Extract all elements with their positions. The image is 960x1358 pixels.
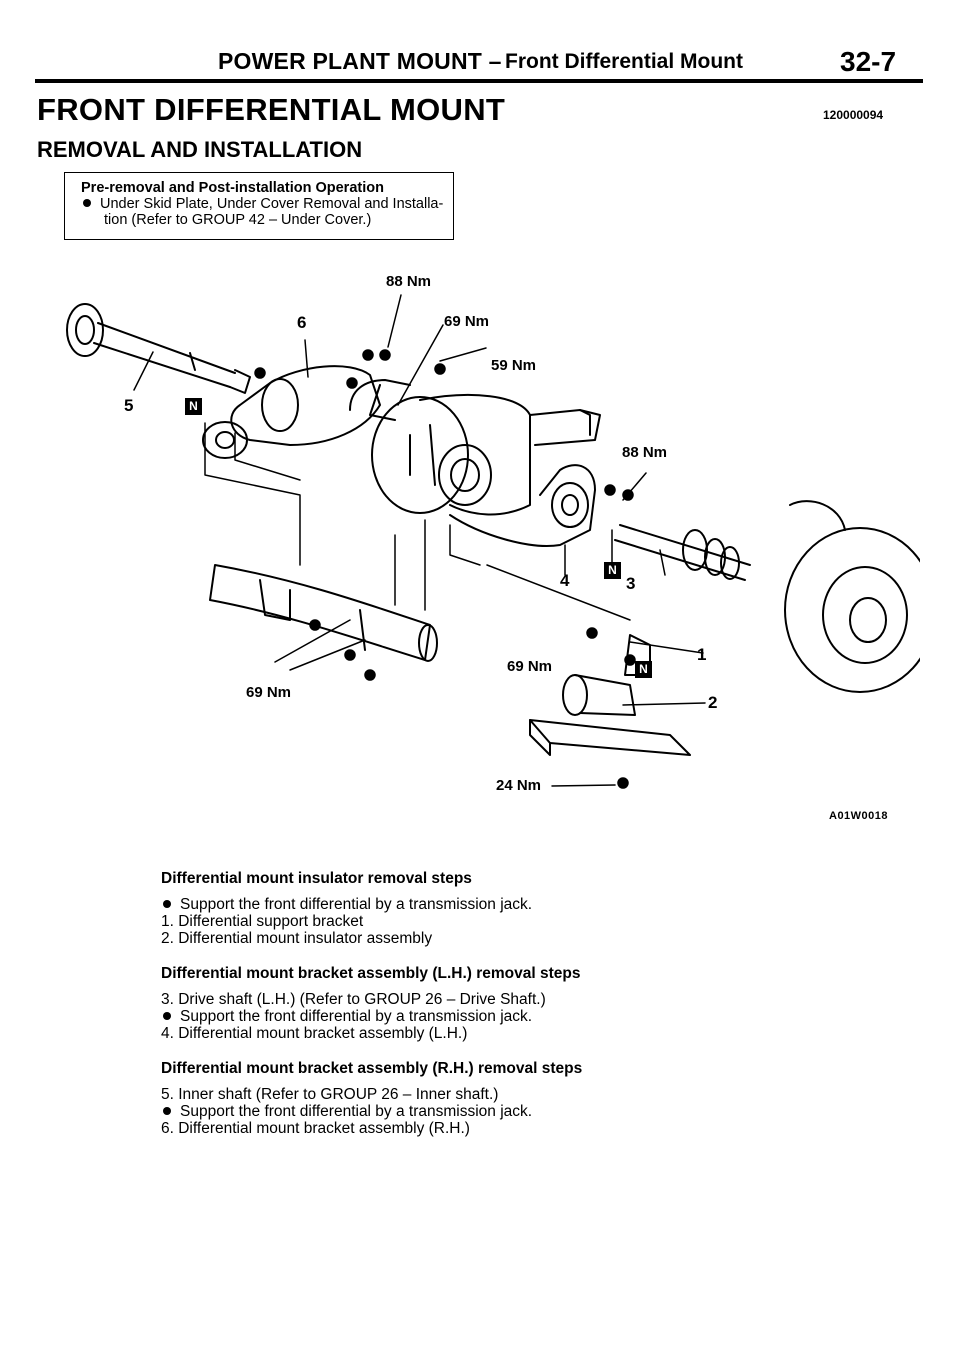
step-group-heading: Differential mount insulator removal ste… — [161, 870, 472, 887]
figure-code: A01W0018 — [829, 810, 889, 822]
callout-number: 5 — [124, 396, 134, 415]
step-line: 6. Differential mount bracket assembly (… — [161, 1120, 470, 1137]
torque-label: 69 Nm — [444, 313, 490, 330]
bullet-icon — [163, 900, 171, 908]
step-line: 2. Differential mount insulator assembly — [161, 930, 433, 947]
step-group-heading: Differential mount bracket assembly (R.H… — [161, 1060, 583, 1077]
torque-label: 59 Nm — [491, 357, 537, 374]
nut-marker-icon: N — [604, 562, 621, 579]
document-code: 120000094 — [823, 108, 884, 122]
step-group: Differential mount insulator removal ste… — [161, 870, 861, 947]
torque-label: 69 Nm — [246, 684, 292, 701]
callout-number: 1 — [697, 645, 707, 664]
lh-bracket-drawing — [449, 464, 596, 547]
step-group-heading: Differential mount bracket assembly (L.H… — [161, 965, 581, 982]
step-line: Support the front differential by a tran… — [161, 896, 861, 913]
differential-housing-drawing — [349, 379, 601, 516]
step-line: Support the front differential by a tran… — [161, 1103, 861, 1120]
page-subtitle: REMOVAL AND INSTALLATION — [37, 137, 363, 162]
pre-operation-line-2: tion (Refer to GROUP 42 – Under Cover.) — [104, 212, 372, 228]
nut-marker-icon: N — [635, 661, 652, 678]
page-number: 32-7 — [840, 46, 897, 77]
drive-shaft-drawing — [614, 500, 920, 693]
step-line: Support the front differential by a tran… — [161, 1008, 861, 1025]
header-rule — [35, 79, 923, 83]
step-line: 3. Drive shaft (L.H.) (Refer to GROUP 26… — [161, 991, 546, 1008]
bullet-icon — [163, 1012, 171, 1020]
pre-operation-text-1: Under Skid Plate, Under Cover Removal an… — [100, 196, 444, 212]
nut-marker-icon: N — [185, 398, 202, 415]
callout-number: 2 — [708, 693, 718, 712]
header-topic: Front Differential Mount — [505, 50, 743, 73]
callout-number: 6 — [297, 313, 307, 332]
leader-lines — [133, 294, 706, 787]
header-section: POWER PLANT MOUNT – — [218, 48, 502, 74]
step-line: 5. Inner shaft (Refer to GROUP 26 – Inne… — [161, 1086, 499, 1103]
bullet-icon — [163, 1107, 171, 1115]
pre-operation-box — [64, 172, 454, 240]
step-group: Differential mount bracket assembly (R.H… — [161, 1060, 861, 1137]
step-line: 1. Differential support bracket — [161, 913, 364, 930]
pre-operation-heading: Pre-removal and Post-installation Operat… — [81, 180, 384, 196]
page-title: FRONT DIFFERENTIAL MOUNT — [37, 92, 506, 127]
torque-label: 24 Nm — [496, 777, 542, 794]
exploded-diagram — [66, 294, 920, 789]
inner-shaft-drawing — [66, 303, 251, 394]
step-group: Differential mount bracket assembly (L.H… — [161, 965, 861, 1042]
rh-bracket-drawing — [202, 365, 381, 459]
removal-steps: Differential mount insulator removal ste… — [161, 870, 861, 1155]
bullet-icon — [83, 199, 91, 207]
insulator-assembly-drawing — [529, 634, 691, 756]
torque-label: 88 Nm — [622, 444, 668, 461]
callout-number: 4 — [560, 571, 570, 590]
torque-label: 69 Nm — [507, 658, 553, 675]
torque-label: 88 Nm — [386, 273, 432, 290]
bolt-icons — [254, 349, 636, 789]
callout-number: 3 — [626, 574, 636, 593]
crossmember-drawing — [209, 564, 438, 662]
pre-operation-line-1: Under Skid Plate, Under Cover Removal an… — [83, 196, 443, 212]
step-line: 4. Differential mount bracket assembly (… — [161, 1025, 468, 1042]
